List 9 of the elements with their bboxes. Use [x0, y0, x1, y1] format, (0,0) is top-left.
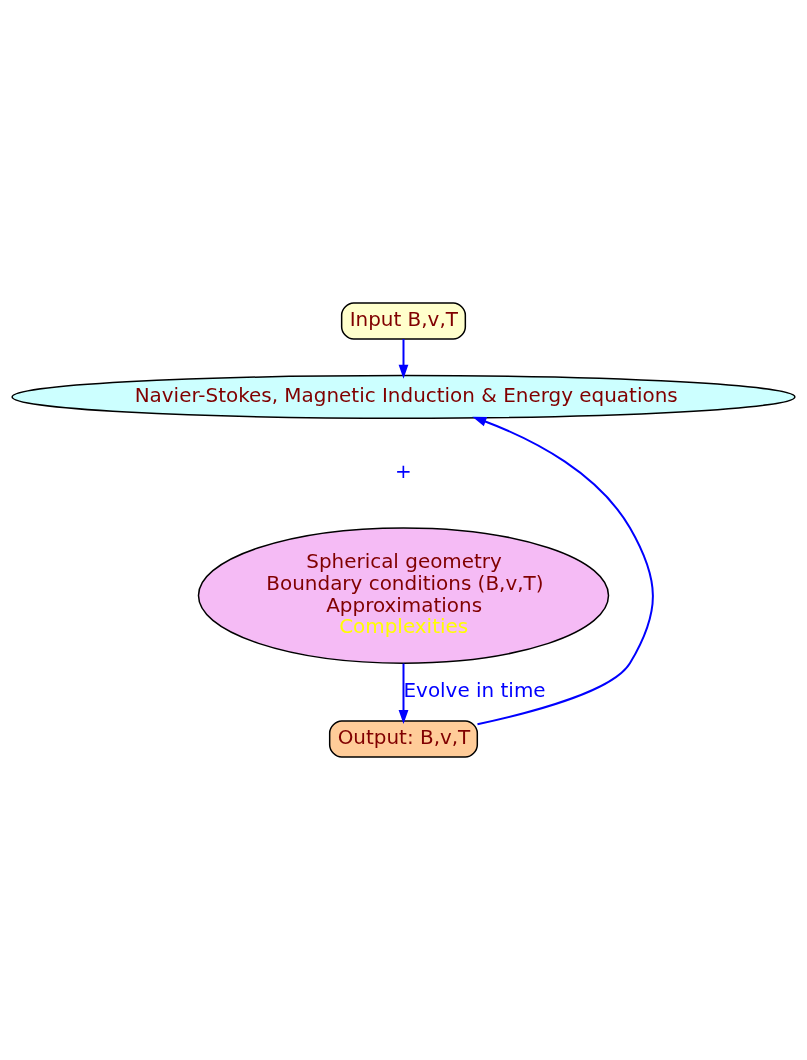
node-ellipse: Navier-Stokes, Magnetic Induction & Energy equations — [11, 374, 796, 420]
edge-label: Evolve in time — [403, 678, 546, 703]
label: + — [395, 458, 412, 483]
arrow — [398, 662, 409, 725]
node-box: Input B,v,T — [340, 302, 467, 340]
arrow — [398, 338, 409, 379]
arrow — [472, 416, 654, 726]
node-box: Output: B,v,T — [328, 720, 479, 758]
node-ellipse: Spherical geometry Boundary conditions (B,v,T) Approximations Complexities — [197, 527, 610, 664]
